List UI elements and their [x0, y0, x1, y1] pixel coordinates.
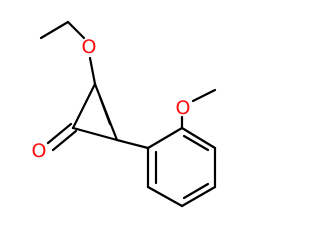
bond-ring-a	[146, 126, 184, 150]
molecule-structure-diagram: O O O	[32, 20, 217, 208]
bond-c1-c3	[71, 82, 97, 130]
bond-ring-d	[180, 185, 217, 208]
bond-ring-inner-2	[182, 182, 210, 200]
bond-ring-b	[180, 126, 217, 150]
bond-carbonyl-2	[51, 129, 78, 152]
atom-label-oxygen-methoxy: O	[176, 97, 191, 119]
atom-label-oxygen-ethoxy: O	[82, 36, 97, 58]
bond-c1-c2-double-inner	[98, 95, 112, 126]
bond-o-cyclopropene-c1	[88, 56, 97, 86]
bond-ethyl-ch3-ch2	[39, 20, 70, 40]
bond-o-methyl	[191, 88, 217, 103]
bond-ring-inner-1	[182, 134, 210, 152]
bond-c2-c3	[71, 126, 119, 142]
atom-label-oxygen-carbonyl: O	[32, 140, 47, 162]
bond-ethyl-ch2-o	[66, 20, 86, 40]
bond-c2-phenyl	[115, 138, 150, 150]
bond-ring-e	[146, 185, 184, 208]
bond-carbonyl-1	[46, 122, 73, 145]
